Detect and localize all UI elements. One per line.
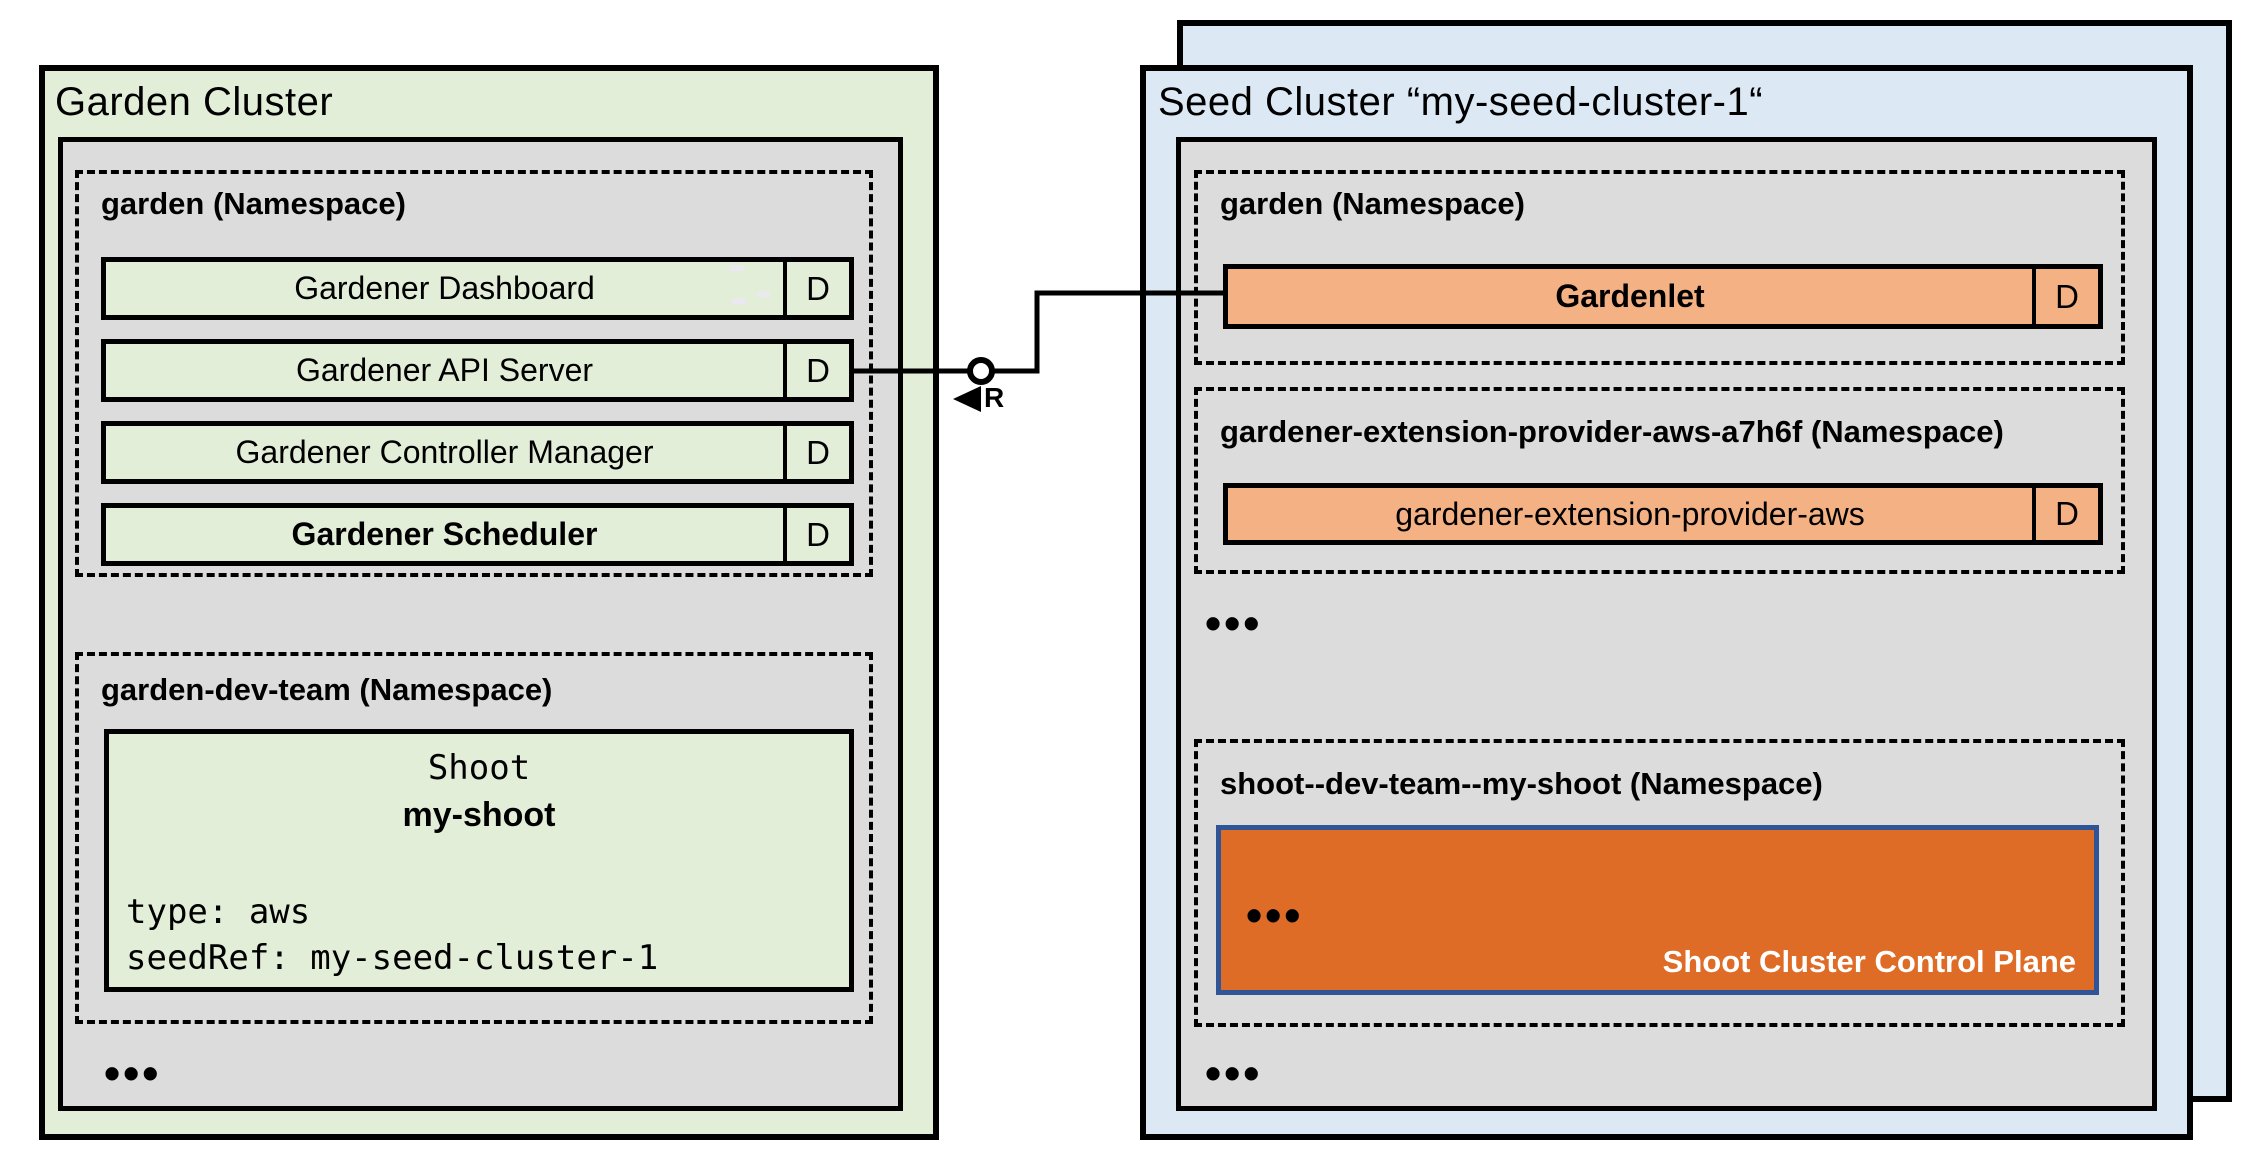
badge-divider xyxy=(2032,488,2036,540)
workload-label: Gardener Controller Manager xyxy=(235,434,654,470)
seed-cluster-title: Seed Cluster “my-seed-cluster-1“ xyxy=(1158,80,1764,124)
shoot-cluster-control-plane-box: ••• Shoot Cluster Control Plane xyxy=(1216,825,2099,995)
deployment-badge: D xyxy=(806,351,830,389)
shoot-spec-seedref: seedRef: my-seed-cluster-1 xyxy=(126,938,659,978)
shoot-name: my-shoot xyxy=(402,796,556,834)
workload-label: Gardenlet xyxy=(1555,278,1705,314)
seed-more-namespaces-ellipsis-bottom: ••• xyxy=(1205,1047,1263,1099)
workload-row-gardener-scheduler: Gardener Scheduler D xyxy=(101,503,854,566)
deployment-badge: D xyxy=(806,433,830,471)
workload-row-gardener-extension-provider-aws: gardener-extension-provider-aws D xyxy=(1223,483,2103,545)
extension-namespace-title: gardener-extension-provider-aws-a7h6f (N… xyxy=(1220,414,2004,449)
deployment-badge: D xyxy=(2055,277,2079,315)
workload-label: Gardener Scheduler xyxy=(291,516,598,552)
shoot-namespace-title: shoot--dev-team--my-shoot (Namespace) xyxy=(1220,766,1823,801)
workload-label: Gardener API Server xyxy=(295,352,594,388)
badge-divider xyxy=(783,508,787,561)
deployment-badge: D xyxy=(806,269,830,307)
workload-row-gardener-controller-manager: Gardener Controller Manager D xyxy=(101,421,854,484)
deployment-badge: D xyxy=(806,515,830,553)
badge-divider xyxy=(2032,269,2036,324)
control-plane-ellipsis: ••• xyxy=(1246,889,1304,941)
reconcile-label: R xyxy=(984,382,1005,413)
shoot-spec-type: type: aws xyxy=(126,892,311,932)
seed-more-namespaces-ellipsis-top: ••• xyxy=(1205,597,1263,649)
seed-garden-namespace-box xyxy=(1194,170,2125,365)
garden-namespace-title: garden (Namespace) xyxy=(101,186,406,221)
workload-label: gardener-extension-provider-aws xyxy=(1395,495,1865,532)
shoot-namespace-box xyxy=(1194,739,2125,1027)
arrowhead-left-icon xyxy=(953,386,981,412)
badge-divider xyxy=(783,426,787,479)
faded-artifact-marks xyxy=(757,291,770,297)
deployment-badge: D xyxy=(2055,495,2079,532)
garden-cluster-title: Garden Cluster xyxy=(55,80,334,124)
extension-namespace-box xyxy=(1194,387,2125,574)
shoot-kind: Shoot xyxy=(427,748,531,788)
control-plane-label: Shoot Cluster Control Plane xyxy=(1662,944,2076,979)
seed-garden-namespace-title: garden (Namespace) xyxy=(1220,186,1525,221)
garden-dev-team-namespace-title: garden-dev-team (Namespace) xyxy=(101,672,553,707)
badge-divider xyxy=(783,262,787,315)
shoot-resource-card xyxy=(104,729,854,992)
workload-row-gardener-dashboard: Gardener Dashboard D xyxy=(101,257,854,320)
faded-artifact-marks xyxy=(732,298,747,304)
garden-dev-team-namespace-box xyxy=(75,652,873,1024)
garden-more-namespaces-ellipsis: ••• xyxy=(104,1047,162,1099)
badge-divider xyxy=(783,344,787,397)
workload-row-gardener-api-server: Gardener API Server D xyxy=(101,339,854,402)
workload-label: Gardener Dashboard xyxy=(294,270,595,306)
workload-row-gardenlet: Gardenlet D xyxy=(1223,264,2103,329)
faded-artifact-marks xyxy=(729,265,744,271)
garden-namespace-box xyxy=(75,170,873,577)
interface-circle-icon xyxy=(967,357,995,385)
